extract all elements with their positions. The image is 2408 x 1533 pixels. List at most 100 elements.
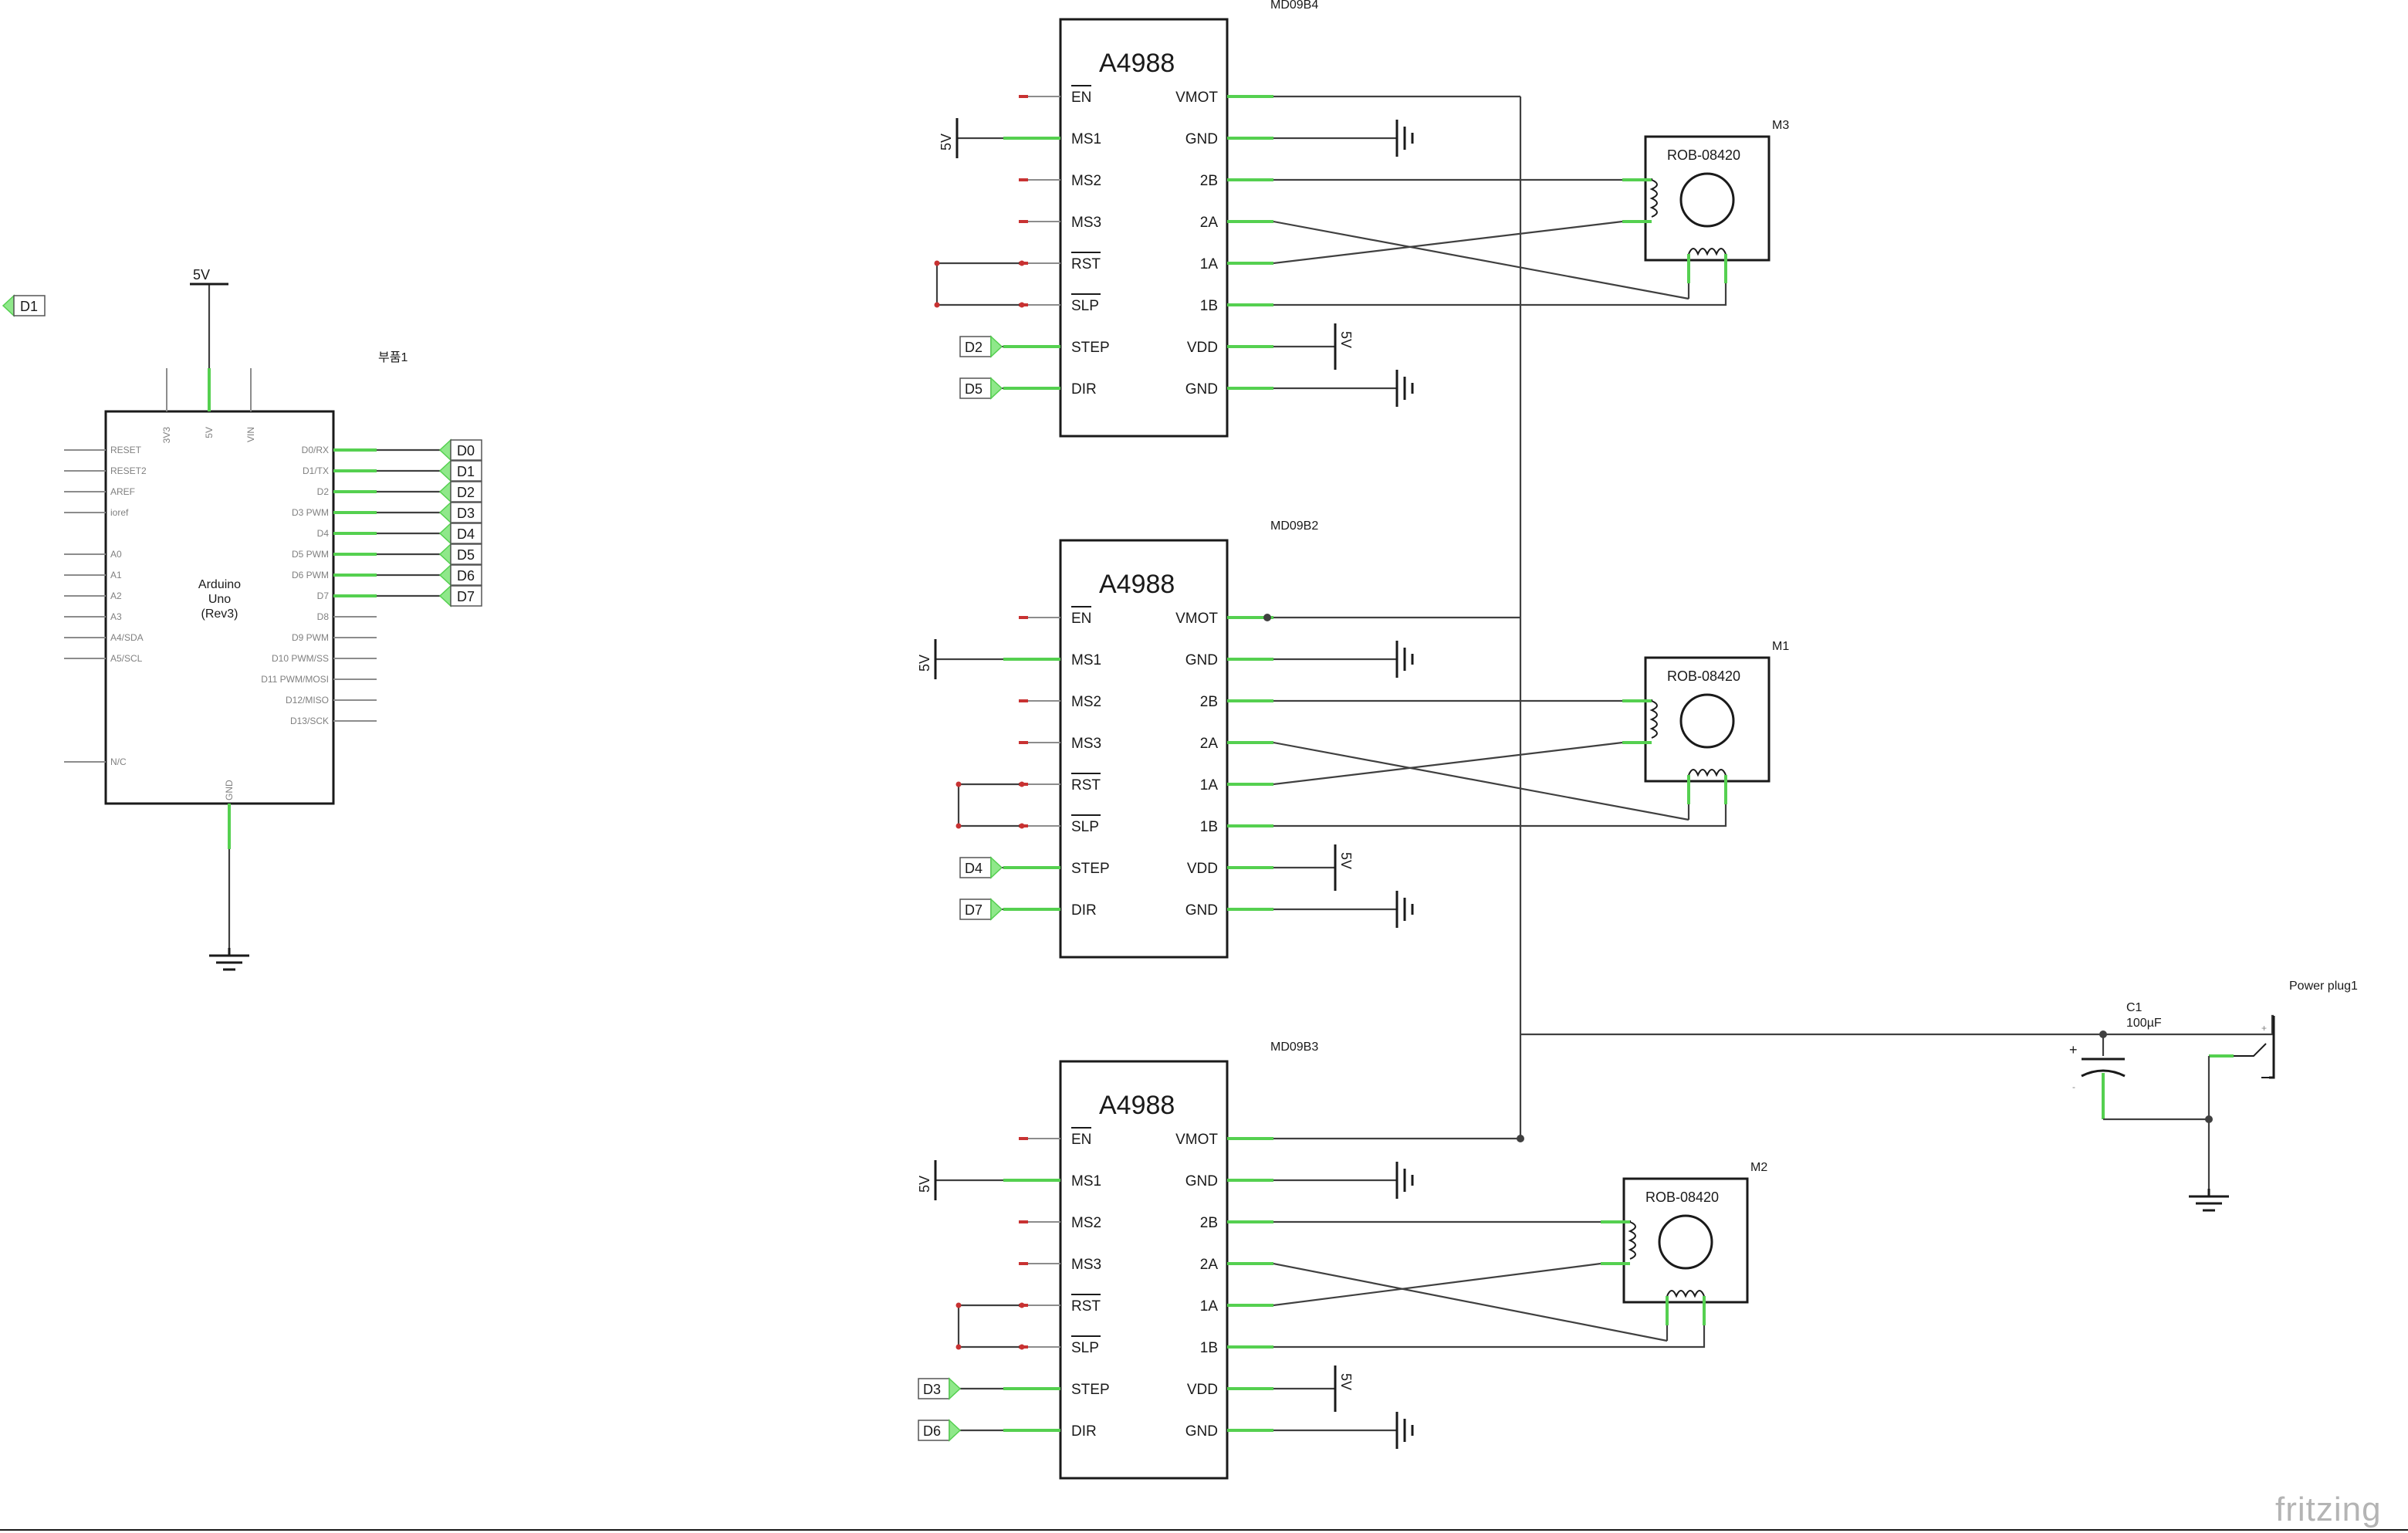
supply-label: 5V [1338, 852, 1354, 869]
net-label: D0 [438, 438, 482, 462]
arduino-body [104, 410, 335, 805]
driver-ref: MD09B2 [1270, 519, 1318, 533]
driver-ref: MD09B4 [1270, 0, 1318, 12]
vmot-rail [1263, 96, 2223, 1142]
driver-pin-label: VMOT [1175, 1132, 1218, 1148]
wire-rst-slp [957, 783, 1022, 827]
net-label-arrow [438, 459, 452, 482]
ground-symbol [1395, 370, 1414, 407]
arduino-title: Uno [208, 593, 231, 606]
arduino-pin-label: D0/RX [302, 445, 329, 455]
arduino-pin-label: D1/TX [303, 465, 329, 476]
driver-pin-label: MS3 [1071, 736, 1101, 752]
ground-symbol [209, 948, 249, 971]
driver-pin-label: VDD [1187, 340, 1218, 356]
a4988-driver-1: A4988MD09B4ENMS1MS2MS3RSTSLPSTEPDIR5VD2D… [934, 0, 1789, 438]
net-label-arrow [438, 501, 452, 524]
net-label-text: D4 [965, 861, 982, 876]
motor-coil-b [1688, 248, 1727, 256]
wire-1a [1273, 1262, 1601, 1307]
a4988-driver-2: A4988MD09B2ENMS1MS2MS3RSTSLPSTEPDIR5VD4D… [917, 519, 1789, 959]
stepper-motor-m3: ROB-08420 M3 [1622, 119, 1789, 283]
driver-pin-label: MS1 [1071, 1173, 1101, 1190]
net-label-text: D7 [965, 902, 982, 918]
ground-symbol [2189, 1189, 2229, 1212]
pin-end-dot [955, 1344, 962, 1350]
net-label-arrow [438, 480, 452, 503]
pin-end-dot [1019, 302, 1025, 308]
net-label-arrow [438, 563, 452, 587]
arduino-pin-label: AREF [110, 486, 135, 497]
net-label: D6 [438, 563, 482, 587]
ground-symbol [1395, 1412, 1414, 1449]
driver-pin-label: GND [1185, 902, 1218, 919]
arduino-pin-label: D10 PWM/SS [272, 653, 329, 664]
arduino-ref: 부품1 [378, 350, 408, 364]
net-label-box [450, 439, 482, 461]
net-label-arrow [949, 1377, 962, 1400]
ground-symbol [1395, 891, 1414, 928]
pin-end-dot [1019, 260, 1025, 266]
net-label-text: D5 [457, 547, 475, 563]
driver-pin-label: GND [1185, 1173, 1218, 1190]
driver-pin-label: 2A [1200, 1257, 1219, 1273]
net-label-text: D4 [457, 526, 475, 542]
driver-pin-label: 2B [1200, 173, 1218, 189]
wire-2a [1273, 1262, 1668, 1342]
cap-plate-bottom [2081, 1069, 2126, 1078]
driver-pin-label: GND [1185, 652, 1218, 668]
arduino-pin-label: D2 [317, 486, 330, 497]
arduino-pin-label: A1 [110, 570, 122, 580]
supply-label: 5V [1338, 331, 1354, 348]
motor-part-label: ROB-08420 [1667, 147, 1740, 163]
wire-1b [1273, 283, 1727, 306]
motor-ref: M2 [1750, 1161, 1767, 1174]
net-label-text: D3 [457, 506, 475, 521]
net-label-text: D2 [457, 485, 475, 500]
driver-pin-label: DIR [1071, 1423, 1097, 1440]
pin-end-dot [934, 260, 940, 266]
wire-1b [1273, 1325, 1706, 1349]
driver-pin-label: 1B [1200, 819, 1218, 835]
net-label-box [450, 481, 482, 503]
motor-rotor-circle [1679, 172, 1735, 228]
supply-5v: 5V [939, 118, 959, 158]
arduino-pin-label: GND [224, 780, 235, 800]
arduino-title: Arduino [198, 578, 241, 591]
driver-pin-label: SLP [1071, 1340, 1099, 1356]
motor-ref: M3 [1772, 119, 1789, 132]
driver-pin-label: 2B [1200, 694, 1218, 710]
driver-body [1059, 1060, 1229, 1480]
driver-pin-label: STEP [1071, 861, 1110, 877]
net-label-arrow [990, 377, 1003, 400]
driver-pin-label: 1A [1200, 1298, 1219, 1315]
net-label-box [13, 295, 46, 316]
motor-part-label: ROB-08420 [1645, 1190, 1719, 1205]
arduino-pin-label: ioref [110, 507, 129, 518]
driver-pin-label: RST [1071, 256, 1101, 272]
driver-pin-label: 1A [1200, 777, 1219, 794]
net-label-box [959, 857, 992, 878]
driver-pin-label: SLP [1071, 298, 1099, 314]
driver-pin-label: EN [1071, 611, 1091, 627]
supply-label: 5V [917, 1176, 932, 1193]
driver-pin-label: VMOT [1175, 90, 1218, 106]
cap-plus: + [2069, 1042, 2078, 1058]
driver-pin-label: VDD [1187, 861, 1218, 877]
plug-plus: + [2261, 1023, 2267, 1034]
net-label: D3 [918, 1377, 962, 1400]
arduino-pin-label: D8 [317, 611, 330, 622]
net-label-arrow [438, 438, 452, 462]
driver-pin-label: 1A [1200, 256, 1219, 272]
arduino-pin-label: A2 [110, 591, 122, 601]
cap-value: 100µF [2126, 1017, 2162, 1030]
motor-ref: M1 [1772, 640, 1789, 653]
pin-end-dot [1019, 781, 1025, 787]
net-label: D4 [438, 522, 482, 545]
arduino-pin-label: A0 [110, 549, 122, 560]
net-label: D7 [959, 898, 1003, 921]
arduino-pin-label: N/C [110, 756, 127, 767]
net-label-arrow [438, 543, 452, 566]
junction-dot [1517, 1135, 1524, 1142]
